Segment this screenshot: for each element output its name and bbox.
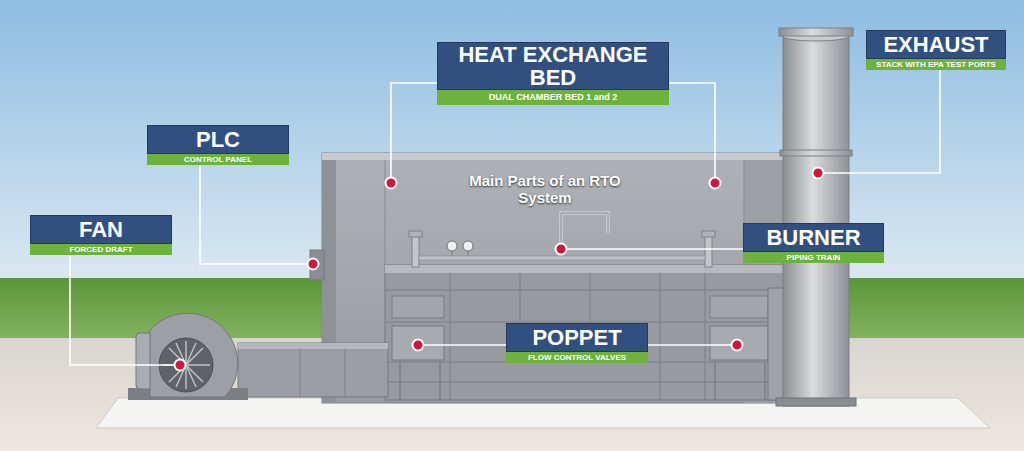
part-subtitle: CONTROL PANEL bbox=[147, 154, 289, 165]
part-subtitle: STACK WITH EPA TEST PORTS bbox=[866, 59, 1006, 70]
callout-box: EXHAUSTSTACK WITH EPA TEST PORTS bbox=[866, 30, 1006, 70]
callout-dot bbox=[710, 178, 721, 189]
part-subtitle: PIPING TRAIN bbox=[743, 252, 884, 263]
callout-dot bbox=[175, 360, 186, 371]
leader-line bbox=[567, 248, 743, 250]
part-subtitle: FLOW CONTROL VALVES bbox=[506, 352, 648, 363]
part-name: HEAT EXCHANGE BED bbox=[437, 42, 669, 90]
part-name: PLC bbox=[147, 125, 289, 154]
callout-dot bbox=[386, 178, 397, 189]
leader-line bbox=[669, 83, 715, 177]
callout-box: POPPETFLOW CONTROL VALVES bbox=[506, 323, 648, 363]
callout-box: BURNERPIPING TRAIN bbox=[743, 223, 884, 263]
callout-dot bbox=[813, 168, 824, 179]
part-name: POPPET bbox=[506, 323, 648, 352]
part-subtitle: DUAL CHAMBER BED 1 and 2 bbox=[437, 90, 669, 105]
leader-line bbox=[424, 344, 506, 346]
callout-dot bbox=[413, 340, 424, 351]
callout-dot bbox=[308, 259, 319, 270]
callout-box: PLCCONTROL PANEL bbox=[147, 125, 289, 165]
callout-dot bbox=[732, 340, 743, 351]
part-name: EXHAUST bbox=[866, 30, 1006, 59]
leader-line bbox=[648, 344, 731, 346]
part-subtitle: FORCED DRAFT bbox=[30, 244, 172, 255]
callout-box: HEAT EXCHANGE BEDDUAL CHAMBER BED 1 and … bbox=[437, 42, 669, 105]
leader-line bbox=[200, 165, 307, 264]
part-name: BURNER bbox=[743, 223, 884, 252]
callout-dot bbox=[556, 244, 567, 255]
part-name: FAN bbox=[30, 215, 172, 244]
diagram-title: Main Parts of an RTO System bbox=[462, 172, 628, 206]
leader-line bbox=[70, 256, 174, 365]
leader-line bbox=[391, 83, 437, 177]
callout-box: FANFORCED DRAFT bbox=[30, 215, 172, 255]
leader-line bbox=[824, 70, 940, 173]
